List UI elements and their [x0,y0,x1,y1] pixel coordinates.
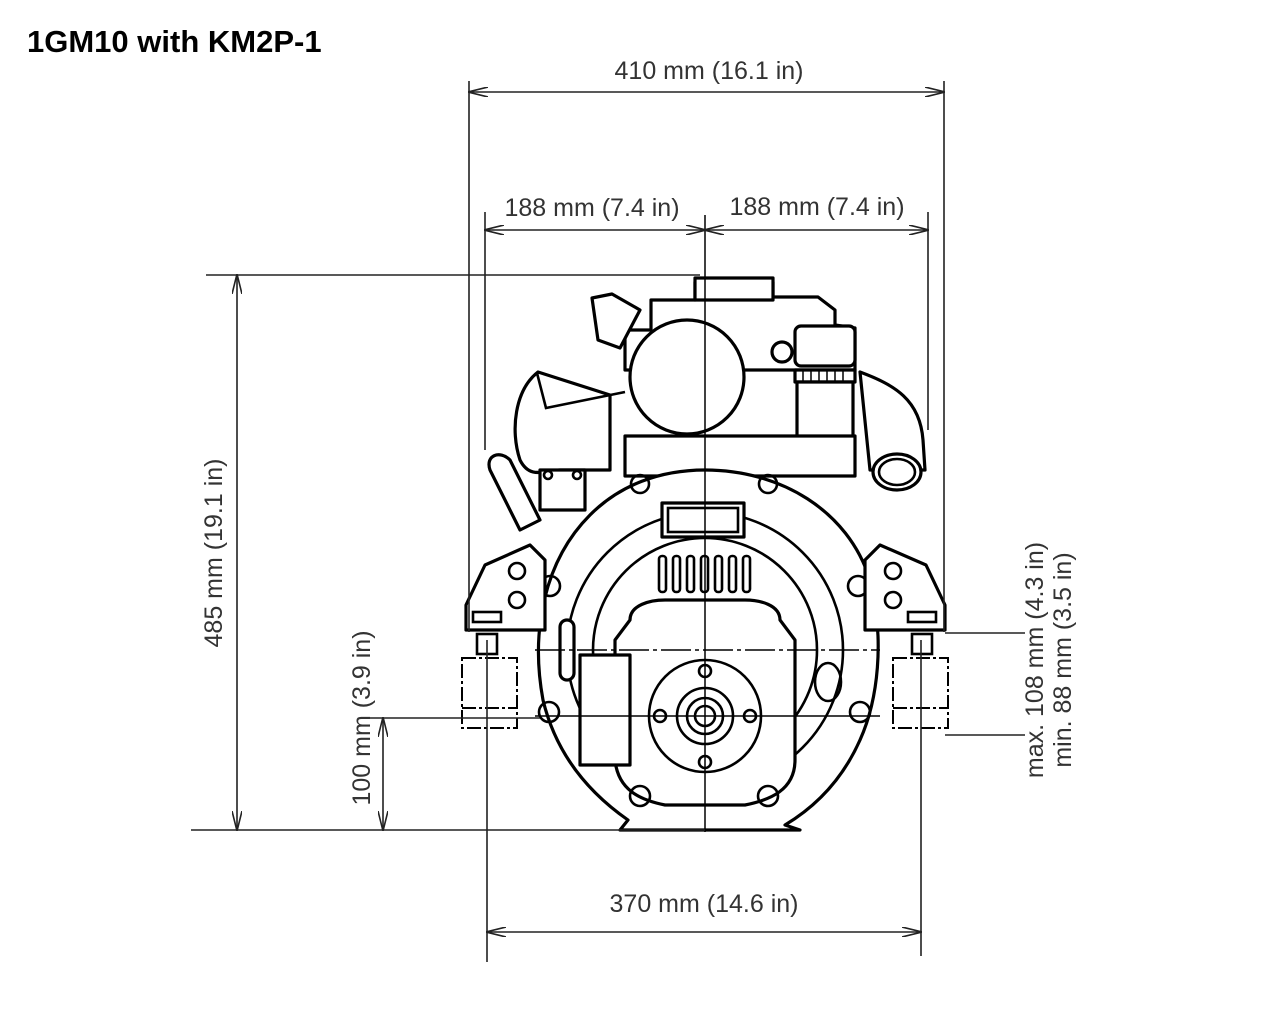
dim-label-mount-max: max. 108 mm (4.3 in) [1021,542,1049,778]
dim-shaft-height: 100 mm (3.9 in) [348,630,540,830]
dim-label-left-half: 188 mm (7.4 in) [504,194,679,222]
dim-label-shaft-height: 100 mm (3.9 in) [348,630,376,805]
dim-overall-width: 410 mm (16.1 in) [469,57,944,632]
left-flexible-mount [461,632,518,729]
dim-half-widths: 188 mm (7.4 in) 188 mm (7.4 in) [485,193,928,450]
dim-label-overall-width: 410 mm (16.1 in) [615,57,804,85]
dim-label-overall-height: 485 mm (19.1 in) [200,459,228,648]
dim-overall-height: 485 mm (19.1 in) [191,275,705,830]
dim-label-right-half: 188 mm (7.4 in) [729,193,904,221]
drawing-title: 1GM10 with KM2P-1 [27,24,322,59]
centerlines [535,215,880,832]
dim-mount-height: max. 108 mm (4.3 in) min. 88 mm (3.5 in) [945,542,1077,778]
dim-mount-spacing: 370 mm (14.6 in) [487,640,921,962]
dim-label-mount-min: min. 88 mm (3.5 in) [1049,552,1077,767]
dim-label-mount-spacing: 370 mm (14.6 in) [610,890,799,918]
